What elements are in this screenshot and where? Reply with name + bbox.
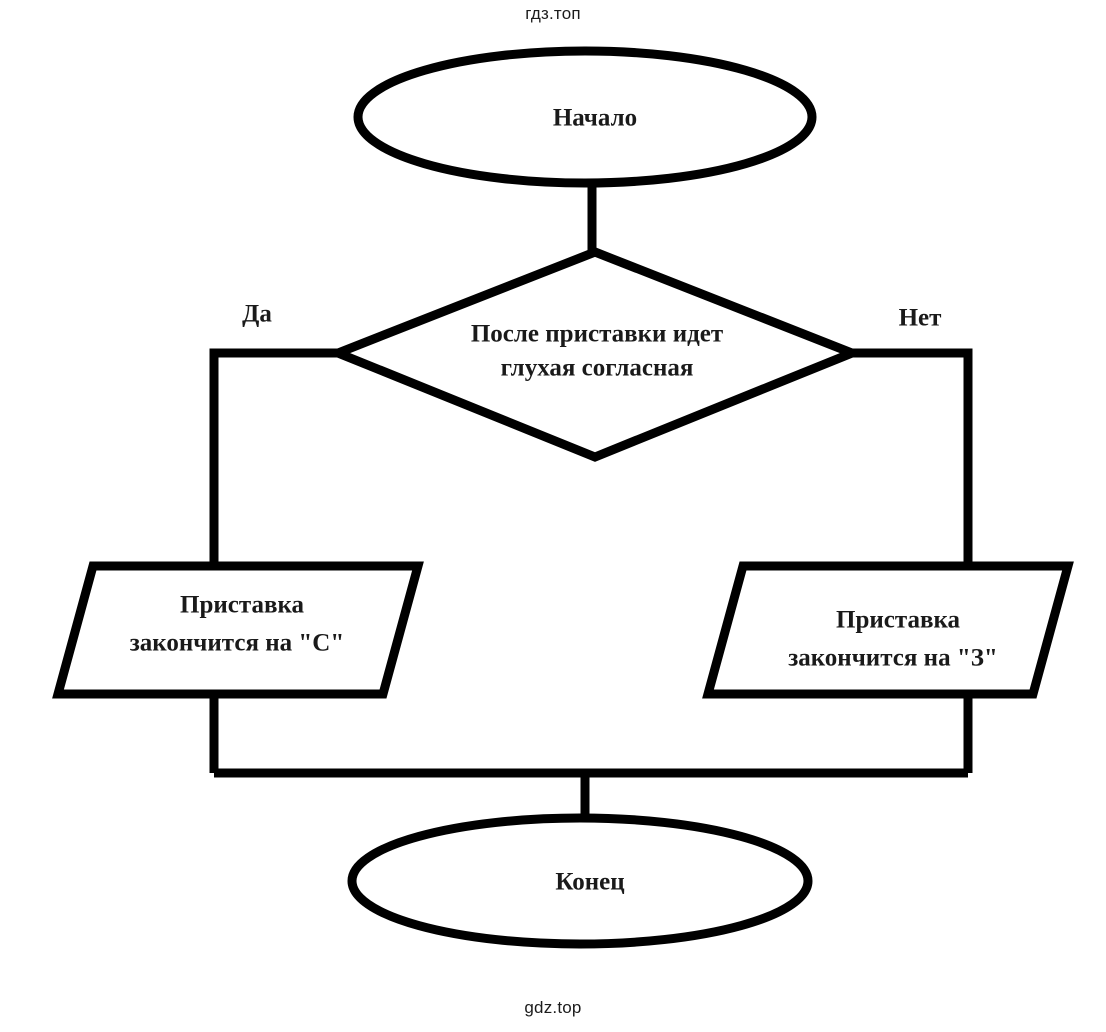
watermark-top: гдз.топ [525, 4, 581, 23]
branch-label-yes: Да [242, 301, 272, 328]
connector-yes-branch [209, 348, 338, 570]
node-yes-action-label-line-1: Приставка [180, 592, 304, 619]
node-no-action-label-line-2: закончится на "З" [788, 645, 998, 672]
node-end-shape[interactable] [347, 813, 813, 949]
node-no-action-label-line-1: Приставка [836, 607, 960, 634]
node-start-label: Начало [553, 105, 637, 132]
node-end-label: Конец [555, 869, 624, 896]
node-yes-action-shape[interactable] [52, 561, 424, 699]
node-decision-label-line-1: После приставки идет [471, 321, 723, 348]
connector-no-branch [852, 348, 973, 570]
node-decision-shape[interactable] [325, 247, 865, 462]
node-start-shape[interactable] [353, 46, 817, 188]
node-no-action-shape[interactable] [702, 561, 1074, 699]
watermark-bottom: gdz.top [524, 998, 582, 1017]
node-decision-label-line-2: глухая согласная [501, 355, 694, 382]
branch-label-no: Нет [899, 305, 942, 332]
node-yes-action-label-line-2: закончится на "С" [130, 630, 344, 657]
